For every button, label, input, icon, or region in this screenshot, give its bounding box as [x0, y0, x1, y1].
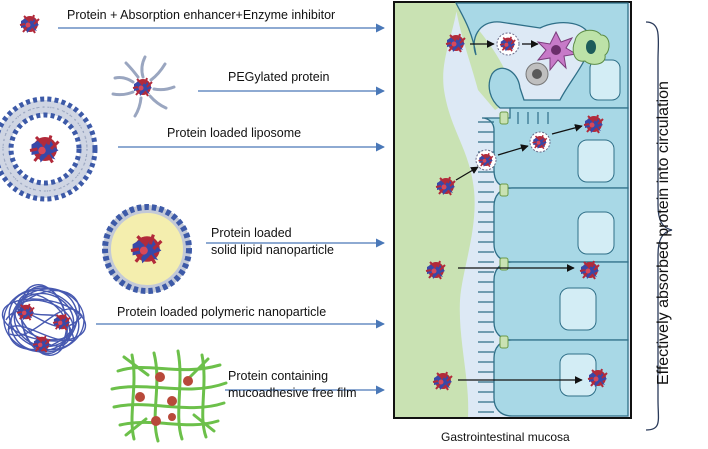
solid-lipid-nanoparticle-icon [102, 204, 192, 294]
dendritic-cell-icon [572, 29, 610, 65]
enhancer-label: Protein + Absorption enhancer+Enzyme inh… [67, 8, 336, 22]
polymeric-nanoparticle-icon [1, 284, 87, 356]
pegylated-label: PEGylated protein [228, 70, 330, 84]
circulation-label: Effectively absorbed protein into circul… [655, 81, 672, 385]
liposome-icon [0, 96, 98, 202]
film-label-line2: mucoadhesive free film [228, 386, 357, 400]
sln-label-line1: Protein loaded [211, 226, 292, 240]
circulation-brace [645, 21, 673, 431]
mucosa-caption: Gastrointestinal mucosa [441, 430, 570, 444]
liposome-label: Protein loaded liposome [167, 126, 302, 140]
pegylated-protein-icon [111, 55, 176, 118]
sln-label-line2: solid lipid nanoparticle [211, 243, 334, 257]
gastrointestinal-mucosa-panel [393, 1, 632, 419]
macrophage-icon [536, 30, 578, 72]
free-protein-icon [19, 14, 40, 34]
polymeric-label: Protein loaded polymeric nanoparticle [117, 305, 327, 319]
film-label-line1: Protein containing [228, 369, 329, 383]
lymphocyte-icon [525, 62, 549, 86]
mucoadhesive-film-icon [110, 349, 228, 443]
